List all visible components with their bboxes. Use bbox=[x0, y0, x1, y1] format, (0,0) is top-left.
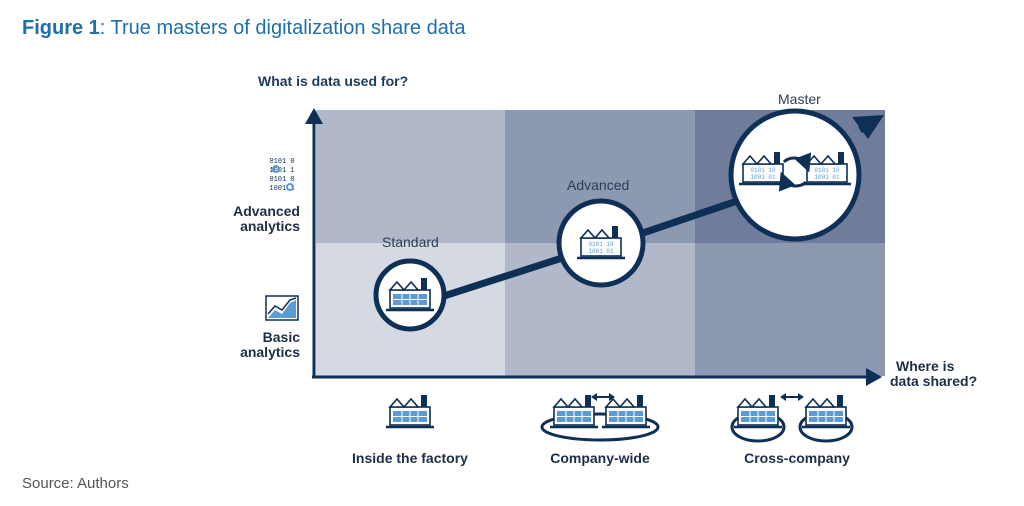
y-axis-arrowhead bbox=[305, 108, 323, 124]
exchange-arrow-top-icon bbox=[782, 152, 812, 173]
x-level-inside: Inside the factory bbox=[352, 450, 468, 466]
stage-label-standard: Standard bbox=[382, 234, 439, 250]
stage-label-advanced: Advanced bbox=[567, 177, 630, 193]
partner-factories-icon bbox=[730, 393, 854, 443]
stage-master bbox=[728, 108, 862, 242]
single-factory-icon bbox=[384, 393, 436, 429]
binary-data-icon: 0101 0 1001 1 0101 0 1001 1 bbox=[269, 158, 294, 193]
x-level-cross: Cross-company bbox=[744, 450, 850, 466]
y-level-advanced-line1: Advanced bbox=[233, 203, 300, 219]
x-axis-title: Where is data shared? bbox=[890, 359, 977, 389]
figure-title: Figure 1: True masters of digitalization… bbox=[22, 17, 466, 40]
progression-arrowhead bbox=[852, 115, 884, 139]
svg-text:0101 0: 0101 0 bbox=[269, 176, 294, 184]
svg-text:1001 1: 1001 1 bbox=[269, 185, 294, 193]
path-advanced-master bbox=[638, 196, 742, 238]
x-axis-title-line1: Where is bbox=[896, 358, 955, 374]
axes bbox=[305, 108, 882, 386]
y-level-basic-line1: Basic bbox=[262, 329, 300, 345]
y-axis-title: What is data used for? bbox=[258, 73, 409, 89]
stage-advanced bbox=[556, 198, 646, 288]
cell-basic-cross bbox=[695, 243, 885, 376]
figure-number: Figure 1 bbox=[22, 17, 100, 39]
x-axis-arrowhead bbox=[866, 368, 882, 386]
exchange-arrow-bottom-icon bbox=[778, 171, 808, 192]
y-level-advanced-line2: analytics bbox=[240, 218, 300, 234]
y-level-basic: Basic analytics bbox=[206, 330, 300, 360]
y-level-advanced: Advanced analytics bbox=[206, 204, 300, 234]
figure-caption: : True masters of digitalization share d… bbox=[99, 17, 466, 39]
cell-advanced-inside bbox=[316, 110, 505, 243]
svg-text:0101 0: 0101 0 bbox=[269, 158, 294, 166]
line-chart-icon bbox=[265, 295, 299, 321]
x-level-company: Company-wide bbox=[550, 450, 650, 466]
y-level-basic-line2: analytics bbox=[240, 344, 300, 360]
stage-standard bbox=[373, 258, 447, 332]
svg-text:1001 1: 1001 1 bbox=[269, 167, 294, 175]
progression-path bbox=[442, 115, 884, 300]
stage-label-master: Master bbox=[778, 91, 821, 107]
connected-factories-icon bbox=[540, 393, 660, 442]
x-axis-title-line2: data shared? bbox=[890, 373, 978, 389]
source-note: Source: Authors bbox=[22, 475, 129, 492]
path-standard-advanced bbox=[442, 254, 564, 300]
